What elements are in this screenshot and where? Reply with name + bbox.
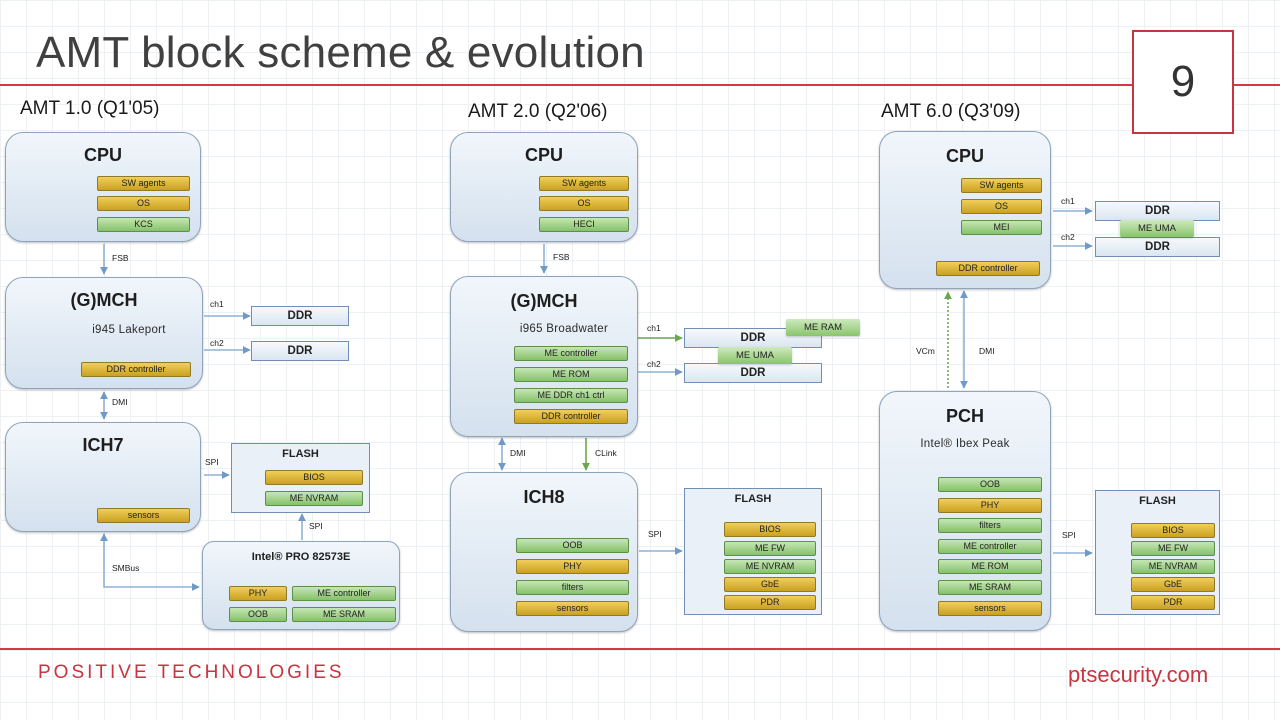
amt1-cpu-os: OS bbox=[97, 196, 190, 211]
amt6-vcm-label: VCm bbox=[916, 346, 935, 356]
amt1-ddr-1: DDR bbox=[251, 306, 349, 326]
footer-url: ptsecurity.com bbox=[1068, 662, 1209, 687]
amt1-cpu-title: CPU bbox=[83, 145, 122, 165]
amt6-spi-label: SPI bbox=[1062, 530, 1076, 540]
amt6-ddr-2: DDR bbox=[1095, 237, 1220, 257]
amt1-mch-title: (G)MCH bbox=[70, 290, 138, 310]
slide-title: AMT block scheme & evolution bbox=[36, 28, 645, 77]
amt1-flash-title: FLASH bbox=[282, 448, 319, 460]
amt6-me-uma: ME UMA bbox=[1120, 220, 1194, 237]
amt2-ich8-filters: filters bbox=[516, 580, 629, 595]
amt6-pch-sensors: sensors bbox=[938, 601, 1042, 616]
amt1-nic-oob: OOB bbox=[229, 607, 287, 622]
amt2-cpu-sw-agents: SW agents bbox=[539, 176, 629, 191]
footer-brand-logo: POSITIVE TECHNOLOGIES bbox=[38, 662, 345, 683]
amt2-mch-me-rom: ME ROM bbox=[514, 367, 628, 382]
amt1-ch1-label: ch1 bbox=[210, 299, 224, 309]
amt1-smbus-label: SMBus bbox=[112, 563, 140, 573]
amt2-cpu-os: OS bbox=[539, 196, 629, 211]
amt6-ch2-label: ch2 bbox=[1061, 232, 1075, 242]
amt1-cpu-sw-agents: SW agents bbox=[97, 176, 190, 191]
amt1-nic-me-controller: ME controller bbox=[292, 586, 396, 601]
amt2-ich8-oob: OOB bbox=[516, 538, 629, 553]
amt2-clink-label: CLink bbox=[595, 448, 617, 458]
amt2-dmi-label: DMI bbox=[510, 448, 526, 458]
amt2-cpu-title: CPU bbox=[524, 145, 563, 165]
amt6-pch-oob: OOB bbox=[938, 477, 1042, 492]
amt2-title: AMT 2.0 (Q2'06) bbox=[468, 101, 608, 122]
amt6-flash-title: FLASH bbox=[1139, 495, 1176, 507]
amt2-flash-title: FLASH bbox=[734, 493, 772, 505]
amt1-ddr-2: DDR bbox=[251, 341, 349, 361]
page-number-box: 9 bbox=[1132, 30, 1234, 134]
amt6-ch1-label: ch1 bbox=[1061, 196, 1075, 206]
amt6-cpu-title: CPU bbox=[945, 146, 984, 166]
amt2-mch-ddr-controller: DDR controller bbox=[514, 409, 628, 424]
amt1-flash-bios: BIOS bbox=[265, 470, 363, 485]
amt1-ich7-title: ICH7 bbox=[82, 435, 124, 455]
amt6-flash-gbe: GbE bbox=[1131, 577, 1215, 592]
amt1-ich7-sensors: sensors bbox=[97, 508, 190, 523]
amt6-cpu-ddr-controller: DDR controller bbox=[936, 261, 1040, 276]
footer-divider bbox=[0, 648, 1280, 650]
amt6-flash-me-fw: ME FW bbox=[1131, 541, 1215, 556]
amt1-nic-title: Intel® PRO 82573E bbox=[251, 551, 351, 563]
title-divider bbox=[0, 84, 1280, 86]
amt6-pch-subtitle: Intel® Ibex Peak bbox=[920, 438, 1010, 450]
amt1-nic-phy: PHY bbox=[229, 586, 287, 601]
amt1-nic-me-sram: ME SRAM bbox=[292, 607, 396, 622]
amt2-flash-pdr: PDR bbox=[724, 595, 816, 610]
amt2-ich8-title: ICH8 bbox=[523, 487, 565, 507]
amt1-title: AMT 1.0 (Q1'05) bbox=[20, 98, 160, 119]
amt6-pch-filters: filters bbox=[938, 518, 1042, 533]
amt2-me-uma: ME UMA bbox=[718, 347, 792, 364]
amt1-ch2-label: ch2 bbox=[210, 338, 224, 348]
amt6-cpu-mei: MEI bbox=[961, 220, 1042, 235]
amt6-pch-me-sram: ME SRAM bbox=[938, 580, 1042, 595]
amt1-cpu-kcs: KCS bbox=[97, 217, 190, 232]
amt6-pch-title: PCH bbox=[945, 406, 984, 426]
amt1-flash-me-nvram: ME NVRAM bbox=[265, 491, 363, 506]
amt2-ch2-label: ch2 bbox=[647, 359, 661, 369]
amt6-flash-me-nvram: ME NVRAM bbox=[1131, 559, 1215, 574]
amt1-mch-ddr-controller: DDR controller bbox=[81, 362, 191, 377]
amt2-me-ram: ME RAM bbox=[786, 319, 860, 336]
amt1-mch-subtitle: i945 Lakeport bbox=[92, 324, 166, 336]
page-number: 9 bbox=[1170, 57, 1196, 106]
amt2-flash-me-nvram: ME NVRAM bbox=[724, 559, 816, 574]
amt2-mch-title: (G)MCH bbox=[510, 291, 578, 311]
amt1-spi-label: SPI bbox=[205, 457, 219, 467]
amt2-fsb-label: FSB bbox=[553, 252, 570, 262]
amt2-spi-label: SPI bbox=[648, 529, 662, 539]
amt2-flash-gbe: GbE bbox=[724, 577, 816, 592]
amt2-ich8-sensors: sensors bbox=[516, 601, 629, 616]
amt6-ddr-1: DDR bbox=[1095, 201, 1220, 221]
amt6-pch-me-rom: ME ROM bbox=[938, 559, 1042, 574]
amt6-pch-phy: PHY bbox=[938, 498, 1042, 513]
amt6-pch-me-controller: ME controller bbox=[938, 539, 1042, 554]
amt2-ich8-phy: PHY bbox=[516, 559, 629, 574]
amt2-mch-me-ddr-ctrl: ME DDR ch1 ctrl bbox=[514, 388, 628, 403]
amt6-cpu-sw-agents: SW agents bbox=[961, 178, 1042, 193]
amt6-flash-pdr: PDR bbox=[1131, 595, 1215, 610]
amt2-flash-me-fw: ME FW bbox=[724, 541, 816, 556]
amt2-flash-bios: BIOS bbox=[724, 522, 816, 537]
amt1-smbus-line bbox=[100, 533, 200, 591]
amt2-ch1-label: ch1 bbox=[647, 323, 661, 333]
amt2-mch-subtitle: i965 Broadwater bbox=[519, 323, 609, 335]
amt2-ddr-2: DDR bbox=[684, 363, 822, 383]
amt2-mch-me-controller: ME controller bbox=[514, 346, 628, 361]
amt1-spi2-label: SPI bbox=[309, 521, 323, 531]
amt6-title: AMT 6.0 (Q3'09) bbox=[881, 101, 1021, 122]
amt1-dmi-label: DMI bbox=[112, 397, 128, 407]
amt1-fsb-label: FSB bbox=[112, 253, 129, 263]
amt6-cpu-os: OS bbox=[961, 199, 1042, 214]
amt6-flash-bios: BIOS bbox=[1131, 523, 1215, 538]
amt2-cpu-heci: HECI bbox=[539, 217, 629, 232]
amt6-dmi-label: DMI bbox=[979, 346, 995, 356]
